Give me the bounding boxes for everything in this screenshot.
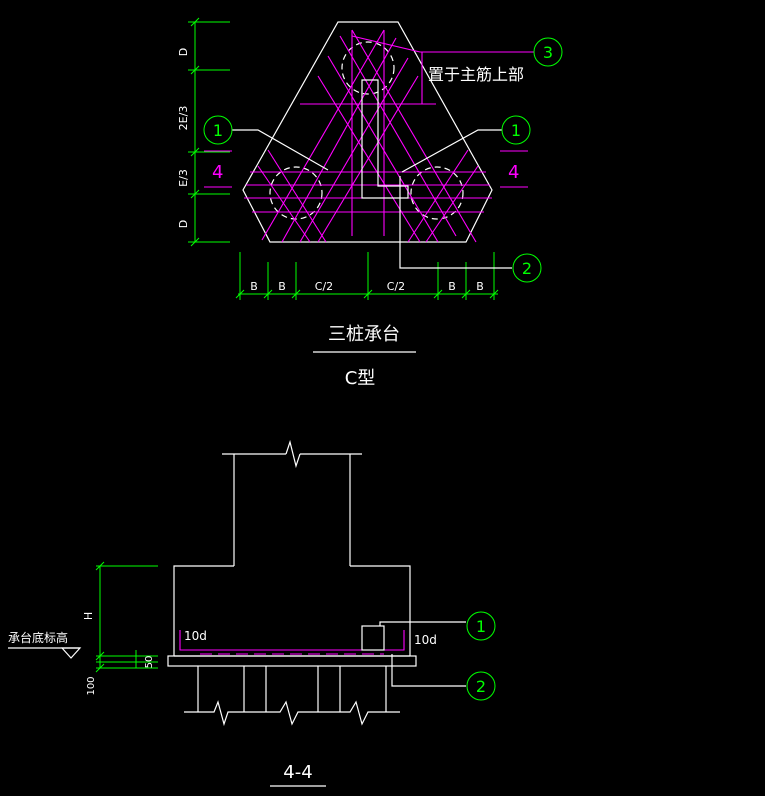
section-mark-right-label: 4 xyxy=(508,162,519,183)
dim-label-b3: B xyxy=(448,280,456,293)
callout-1-section: 1 xyxy=(379,611,496,641)
dim-label-b4: B xyxy=(476,280,484,293)
piles xyxy=(184,666,400,727)
callout-1-left-number: 1 xyxy=(213,121,223,140)
callout-2-plan-number: 2 xyxy=(522,259,532,278)
label-10d-right: 10d xyxy=(414,633,437,647)
callout-1-right: 1 xyxy=(401,115,531,173)
dim-label-100: 100 xyxy=(86,676,97,695)
dim-label-d-bottom: D xyxy=(177,220,190,228)
pile-circle-top xyxy=(341,41,395,95)
pile-circle-right xyxy=(410,166,464,220)
dim-label-2e3: 2E/3 xyxy=(177,106,190,131)
note-top-rebar: 置于主筋上部 xyxy=(428,65,524,84)
dim-label-e3: E/3 xyxy=(177,169,190,187)
cushion-layer xyxy=(167,655,417,667)
callout-3: 3 置于主筋上部 xyxy=(351,35,563,104)
label-10d-left: 10d xyxy=(184,629,207,643)
callout-1-left: 1 xyxy=(203,115,329,171)
section-dims xyxy=(95,561,158,673)
callout-3-number: 3 xyxy=(543,43,553,62)
cap-outline xyxy=(242,21,493,243)
dim-label-c2-left: C/2 xyxy=(315,280,333,293)
dim-label-c2-right: C/2 xyxy=(387,280,405,293)
callout-2-section-number: 2 xyxy=(476,677,486,696)
three-pile-cap-plan: D 2E/3 E/3 D B B C/2 C/2 B B xyxy=(177,17,563,389)
dim-label-b2: B xyxy=(278,280,286,293)
plan-subtitle: C型 xyxy=(345,368,376,389)
elevation-label: 承台底标高 xyxy=(8,630,68,645)
dim-label-h: H xyxy=(82,612,95,620)
callout-1-right-number: 1 xyxy=(511,121,521,140)
rebar-vertical xyxy=(351,30,385,236)
dim-vertical-chain xyxy=(188,17,230,247)
cap-section xyxy=(173,565,411,656)
dim-label-d-top: D xyxy=(177,48,190,56)
dim-label-b1: B xyxy=(250,280,258,293)
plan-title: 三桩承台 xyxy=(328,324,400,345)
pile-circle-left xyxy=(269,166,323,220)
rebar-slant-a xyxy=(257,29,477,243)
column-stub xyxy=(361,79,409,199)
section-4-4: 10d 10d H 50 100 xyxy=(8,439,496,787)
bottom-rebar xyxy=(179,630,405,651)
section-mark-left: 4 xyxy=(204,150,232,188)
elevation-marker: 承台底标高 xyxy=(8,630,82,659)
section-mark-left-label: 4 xyxy=(212,162,223,183)
dim-label-50: 50 xyxy=(144,656,155,669)
callout-2-section: 2 xyxy=(391,654,496,701)
section-mark-right: 4 xyxy=(500,150,528,188)
dim-horizontal-chain xyxy=(235,252,499,300)
rebar-chair xyxy=(361,625,385,651)
callout-2-plan: 2 xyxy=(399,176,542,283)
rebar-slant-b xyxy=(261,29,479,243)
section-title: 4-4 xyxy=(283,762,312,783)
callout-1-section-number: 1 xyxy=(476,617,486,636)
column xyxy=(222,439,362,566)
